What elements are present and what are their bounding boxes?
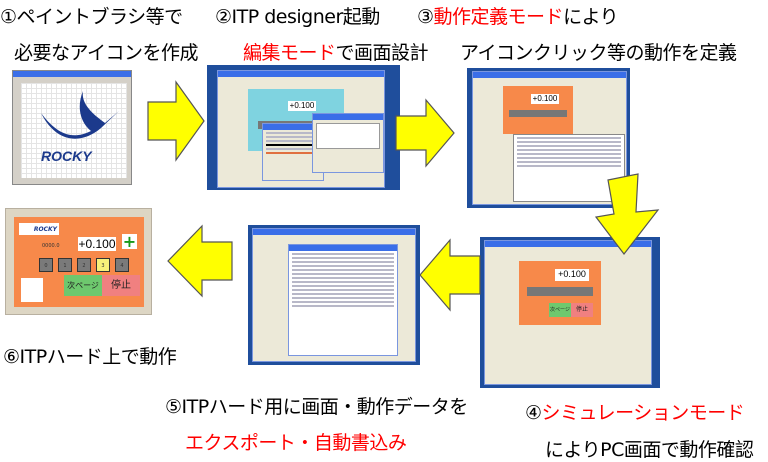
- rocky-logo: ROCKY: [19, 223, 59, 235]
- step3-num: ③: [417, 6, 434, 28]
- step5-caption-line2: エクスポート・自動書込み: [185, 432, 407, 454]
- next-page-button[interactable]: 次ページ: [64, 275, 102, 296]
- step1-caption-line1: ①ペイントブラシ等で: [0, 6, 183, 28]
- step5-caption-line1: ⑤ITPハード用に画面・動作データを: [165, 396, 468, 418]
- designer-action-screenshot: +0.100: [467, 68, 630, 208]
- step3-caption-line1: ③動作定義モードにより: [417, 2, 619, 29]
- arrow-right-icon: [395, 98, 455, 168]
- bird-icon: [21, 278, 43, 302]
- value-display: +0.100: [531, 94, 559, 104]
- designer-edit-screenshot: +0.100: [207, 65, 400, 190]
- next-page-button[interactable]: 次ページ: [549, 303, 571, 317]
- arrow-down-icon: [594, 173, 660, 255]
- simulation-screenshot: +0.100 次ページ 停止: [480, 237, 660, 388]
- step2-caption-line2: 編集モードで画面設計: [243, 38, 429, 65]
- arrow-left-icon: [419, 238, 481, 312]
- step3-caption-line2: アイコンクリック等の動作を定義: [460, 42, 737, 64]
- step1-caption-line2: 必要なアイコンを作成: [14, 42, 199, 64]
- step6-caption: ⑥ITPハード上で動作: [3, 346, 177, 368]
- edit-mode-label: 編集モード: [243, 42, 336, 64]
- plus-button[interactable]: +: [122, 232, 137, 251]
- svg-text:ROCKY: ROCKY: [41, 148, 93, 164]
- paint-canvas: ROCKY: [21, 83, 127, 178]
- step2-caption-line1: ②ITP designer起動: [215, 6, 380, 28]
- key-3[interactable]: 3: [96, 258, 110, 272]
- stop-button[interactable]: 停止: [571, 303, 593, 317]
- step4-caption-line1: ④シミュレーションモード: [525, 398, 745, 425]
- action-mode-label: 動作定義モード: [433, 6, 564, 28]
- counter-display: 0000.0: [42, 243, 60, 249]
- key-2[interactable]: 2: [77, 258, 91, 272]
- stop-button[interactable]: 停止: [102, 275, 140, 296]
- arrow-right-icon: [147, 80, 205, 162]
- step3-caption-rest: により: [563, 6, 619, 28]
- font-dialog: [312, 113, 384, 173]
- key-4[interactable]: 4: [115, 258, 129, 272]
- value-display: +0.100: [288, 101, 316, 111]
- export-screenshot: [248, 225, 420, 365]
- step2-caption-rest: で画面設計: [335, 42, 429, 64]
- simulation-mode-label: シミュレーションモード: [541, 402, 745, 424]
- value-display: +0.100: [78, 237, 116, 251]
- itp-hardware-photo: ROCKY + 0000.0 +0.100 0 1 2 3 4 次ページ 停止: [5, 208, 152, 315]
- bird-logo-icon: ROCKY: [41, 91, 119, 164]
- value-display: +0.100: [555, 269, 589, 281]
- key-1[interactable]: 1: [58, 258, 72, 272]
- paint-screenshot: ROCKY: [12, 70, 132, 185]
- action-table: [513, 134, 625, 202]
- step4-num: ④: [525, 402, 542, 424]
- arrow-left-icon: [167, 224, 233, 298]
- key-0[interactable]: 0: [39, 258, 53, 272]
- step4-caption-line2: によりPC画面で動作確認: [545, 439, 754, 461]
